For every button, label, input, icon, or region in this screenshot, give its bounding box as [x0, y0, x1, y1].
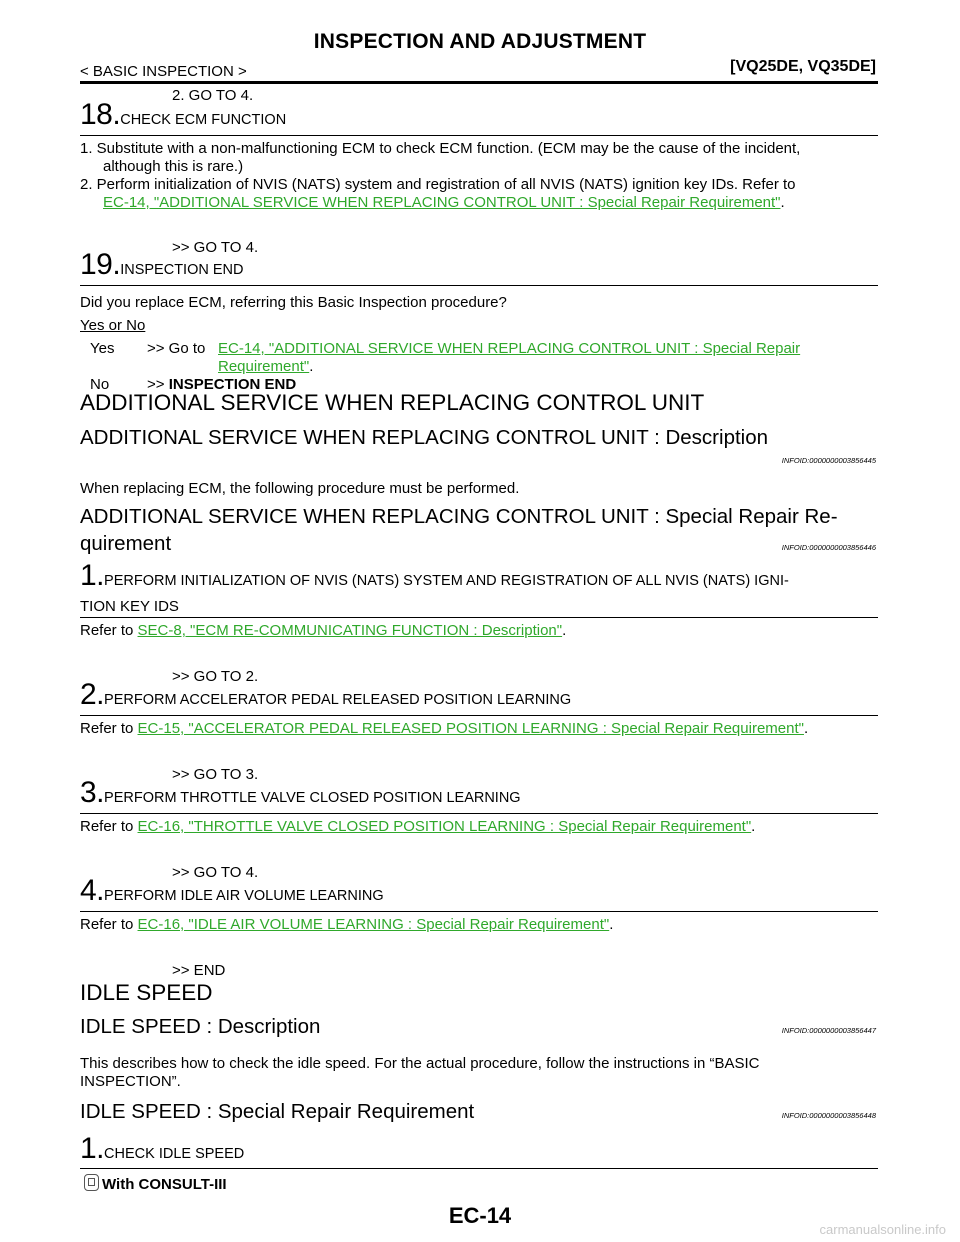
- step-title: PERFORM THROTTLE VALVE CLOSED POSITION L…: [104, 790, 521, 806]
- step-title: INSPECTION END: [120, 262, 244, 278]
- step-18-line1: 1. Substitute with a non-malfunctioning …: [80, 140, 801, 157]
- step-18-heading: 18.CHECK ECM FUNCTION: [80, 100, 287, 130]
- step-number: 3.: [80, 776, 105, 809]
- step-title: PERFORM INITIALIZATION OF NVIS (NATS) SY…: [104, 573, 789, 589]
- step-title-cont: TION KEY IDS: [80, 598, 179, 615]
- consult-line: With CONSULT-III: [84, 1174, 227, 1194]
- info-id: INFOID:0000000003856445: [781, 456, 876, 465]
- header-rule: [80, 81, 878, 84]
- step-rule: [80, 813, 878, 814]
- info-id: INFOID:0000000003856448: [781, 1111, 876, 1120]
- section-label: < BASIC INSPECTION >: [80, 63, 247, 80]
- refer-line: Refer to EC-16, "THROTTLE VALVE CLOSED P…: [80, 818, 756, 835]
- goto-line: >> GO TO 4.: [172, 864, 259, 881]
- req-step-4-heading: 4.PERFORM IDLE AIR VOLUME LEARNING: [80, 876, 384, 906]
- step-19-question: Did you replace ECM, referring this Basi…: [80, 294, 507, 311]
- ref-link[interactable]: EC-14, "ADDITIONAL SERVICE WHEN REPLACIN…: [103, 194, 781, 211]
- step-rule: [80, 715, 878, 716]
- step-18-line1b: although this is rare.): [103, 158, 244, 175]
- step-number: 18.: [80, 98, 121, 131]
- ref-link[interactable]: Requirement": [218, 358, 310, 375]
- step-title: CHECK ECM FUNCTION: [120, 112, 287, 128]
- goto-line: >> GO TO 3.: [172, 766, 259, 783]
- subsection-heading: ADDITIONAL SERVICE WHEN REPLACING CONTRO…: [80, 505, 838, 528]
- subsection-heading: IDLE SPEED : Special Repair Requirement: [80, 1100, 475, 1123]
- req-step-3-heading: 3.PERFORM THROTTLE VALVE CLOSED POSITION…: [80, 778, 521, 808]
- ref-link[interactable]: EC-15, "ACCELERATOR PEDAL RELEASED POSIT…: [137, 720, 804, 737]
- refer-line: Refer to EC-16, "IDLE AIR VOLUME LEARNIN…: [80, 916, 614, 933]
- idle-step-1-heading: 1.CHECK IDLE SPEED: [80, 1134, 245, 1164]
- no-label: No: [90, 376, 110, 393]
- step-19-heading: 19.INSPECTION END: [80, 250, 244, 280]
- step-title: PERFORM ACCELERATOR PEDAL RELEASED POSIT…: [104, 692, 572, 708]
- section-heading: IDLE SPEED: [80, 980, 213, 1005]
- step-title: PERFORM IDLE AIR VOLUME LEARNING: [104, 888, 384, 904]
- step-18-ref: EC-14, "ADDITIONAL SERVICE WHEN REPLACIN…: [103, 194, 785, 211]
- yes-or-no-label: Yes or No: [80, 317, 146, 334]
- refer-line: Refer to SEC-8, "ECM RE-COMMUNICATING FU…: [80, 622, 567, 639]
- refer-line: Refer to EC-15, "ACCELERATOR PEDAL RELEA…: [80, 720, 809, 737]
- page-title: INSPECTION AND ADJUSTMENT: [313, 30, 647, 53]
- subsection-heading-cont: quirement: [80, 532, 172, 555]
- step-18-goto: >> GO TO 4.: [172, 239, 259, 256]
- step-rule: [80, 135, 878, 136]
- step-title: CHECK IDLE SPEED: [104, 1146, 245, 1162]
- body-text-cont: INSPECTION”.: [80, 1073, 181, 1090]
- step-rule: [80, 617, 878, 618]
- step-number: 2.: [80, 678, 105, 711]
- step-rule: [80, 1168, 878, 1169]
- page-number: EC-14: [448, 1203, 512, 1228]
- goto-line: >> GO TO 2.: [172, 668, 259, 685]
- engine-models: [VQ25DE, VQ35DE]: [730, 58, 876, 75]
- ref-link[interactable]: EC-16, "THROTTLE VALVE CLOSED POSITION L…: [137, 818, 752, 835]
- yes-label: Yes: [90, 340, 115, 357]
- yes-arrow: >> Go to: [147, 340, 206, 357]
- step-18-line2: 2. Perform initialization of NVIS (NATS)…: [80, 176, 796, 193]
- step-number: 1.: [80, 559, 105, 592]
- req-step-1-heading: 1.PERFORM INITIALIZATION OF NVIS (NATS) …: [80, 561, 789, 591]
- subsection-heading: ADDITIONAL SERVICE WHEN REPLACING CONTRO…: [80, 426, 769, 449]
- body-text: This describes how to check the idle spe…: [80, 1055, 760, 1072]
- req-step-2-heading: 2.PERFORM ACCELERATOR PEDAL RELEASED POS…: [80, 680, 572, 710]
- consult-tool-icon: [84, 1174, 99, 1191]
- section-heading: ADDITIONAL SERVICE WHEN REPLACING CONTRO…: [80, 390, 705, 415]
- step-rule: [80, 285, 878, 286]
- step-number: 1.: [80, 1132, 105, 1165]
- watermark: carmanualsonline.info: [819, 1222, 946, 1237]
- subsection-heading: IDLE SPEED : Description: [80, 1015, 321, 1038]
- goto-line: >> END: [172, 962, 226, 979]
- ref-link[interactable]: SEC-8, "ECM RE-COMMUNICATING FUNCTION : …: [137, 622, 563, 639]
- yes-ref-cont: Requirement".: [218, 358, 314, 375]
- step-number: 4.: [80, 874, 105, 907]
- info-id: INFOID:0000000003856446: [781, 543, 876, 552]
- ref-link[interactable]: EC-16, "IDLE AIR VOLUME LEARNING : Speci…: [137, 916, 610, 933]
- ref-link[interactable]: EC-14, "ADDITIONAL SERVICE WHEN REPLACIN…: [218, 340, 801, 357]
- step-item-2: 2. GO TO 4.: [172, 87, 254, 104]
- body-text: When replacing ECM, the following proced…: [80, 480, 520, 497]
- yes-ref: EC-14, "ADDITIONAL SERVICE WHEN REPLACIN…: [218, 340, 800, 358]
- no-result: >> INSPECTION END: [147, 376, 297, 393]
- step-number: 19.: [80, 248, 121, 281]
- step-rule: [80, 911, 878, 912]
- info-id: INFOID:0000000003856447: [781, 1026, 876, 1035]
